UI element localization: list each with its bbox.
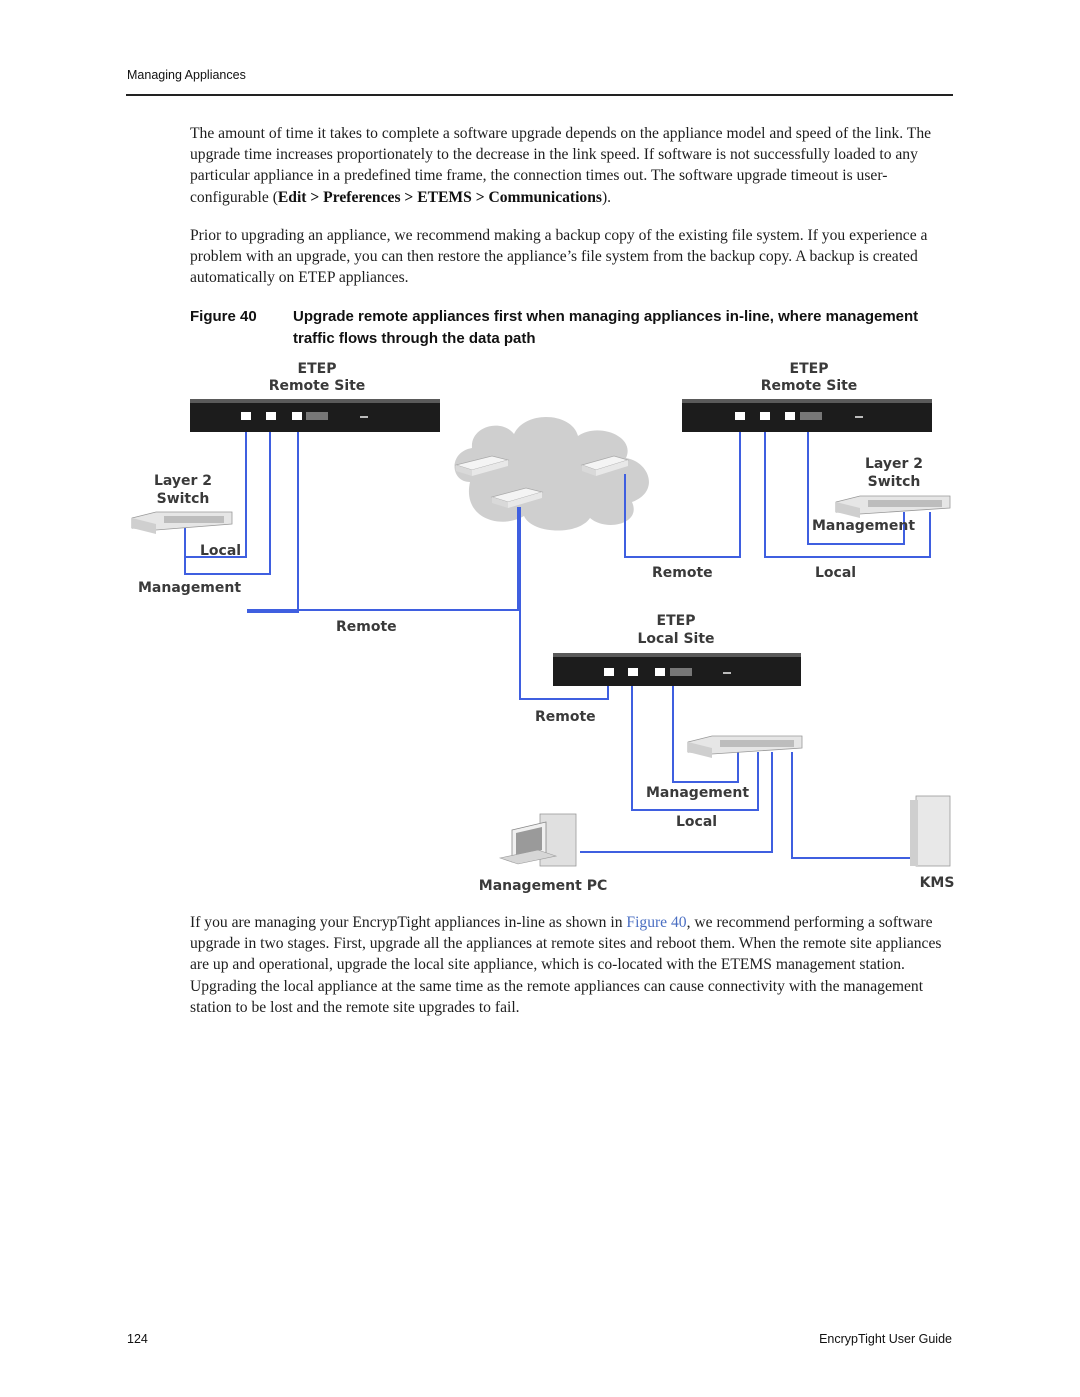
diagram-labels: ETEP Remote Site ETEP Remote Site Layer … [138, 361, 954, 894]
p1-text-after: ). [601, 188, 612, 206]
switch-right [835, 495, 951, 518]
etep-remote-right [682, 399, 932, 432]
label-local-left: Local [200, 543, 241, 559]
router-icon [490, 487, 544, 508]
paragraph-backup: Prior to upgrading an appliance, we reco… [190, 227, 928, 287]
wan-cloud [454, 416, 649, 531]
p1-text-before: The amount of time it takes to complete … [190, 125, 932, 206]
label-management-right: Management [812, 518, 915, 534]
footer-doc-title: EncrypTight User Guide [819, 1332, 952, 1346]
label-management-pc: Management PC [479, 878, 607, 894]
figure-caption: Figure 40 Upgrade remote appliances firs… [190, 306, 953, 349]
label-local-center: Local [676, 814, 717, 830]
label-remote-right: Remote [652, 565, 713, 581]
router-icon [580, 455, 630, 476]
label-layer2-left: Layer 2 [154, 473, 212, 489]
switch-left [131, 511, 233, 534]
label-kms: KMS [920, 875, 955, 891]
link-center-remote [519, 507, 609, 700]
label-local-site: Local Site [637, 631, 714, 647]
p3-text-after: , we recommend performing a software upg… [190, 914, 942, 1016]
link-center-local [672, 674, 739, 783]
menu-path: Edit > Preferences > ETEMS > Communicati… [277, 188, 602, 206]
label-remote-center: Remote [535, 709, 596, 725]
page-number: 124 [127, 1332, 148, 1346]
link-center-management [631, 674, 759, 811]
label-management-left: Management [138, 580, 241, 596]
network-links [184, 422, 931, 859]
management-pc-icon [498, 813, 577, 867]
link-right-management [764, 422, 931, 558]
link-pc [580, 752, 773, 853]
label-management-center: Management [646, 785, 749, 801]
label-etep-local: ETEP [657, 613, 696, 629]
label-remote-left: Remote [336, 619, 397, 635]
figure-title: Upgrade remote appliances first when man… [293, 308, 919, 347]
etep-remote-left [190, 399, 440, 432]
paragraph-upgrade-time: The amount of time it takes to complete … [190, 123, 953, 208]
figure-link[interactable]: Figure 40 [626, 914, 687, 931]
label-remote-site-right: Remote Site [761, 378, 858, 394]
network-diagram: ETEP Remote Site ETEP Remote Site Layer … [131, 361, 954, 894]
label-remote-site-left: Remote Site [269, 378, 366, 394]
p3-text-before: If you are managing your EncrypTight app… [190, 914, 627, 931]
label-switch-right: Switch [868, 474, 921, 490]
link-left-local [184, 422, 247, 558]
kms-server-icon [910, 795, 951, 867]
link-right-remote [624, 422, 741, 558]
label-local-right: Local [815, 565, 856, 581]
paragraph-upgrade-stages: If you are managing your EncrypTight app… [190, 912, 953, 1018]
header-rule [126, 94, 953, 96]
etep-local-site [553, 653, 801, 686]
link-left-management [184, 422, 271, 575]
link-left-remote [247, 422, 519, 613]
label-etep-right: ETEP [790, 361, 829, 377]
label-switch-left: Switch [157, 491, 210, 507]
label-layer2-right: Layer 2 [865, 456, 923, 472]
figure-number: Figure 40 [190, 308, 257, 325]
label-etep-left: ETEP [298, 361, 337, 377]
running-header: Managing Appliances [127, 68, 246, 82]
switch-center [687, 735, 803, 758]
router-icon [454, 455, 510, 476]
link-right-local [807, 422, 905, 545]
link-kms [791, 752, 912, 859]
